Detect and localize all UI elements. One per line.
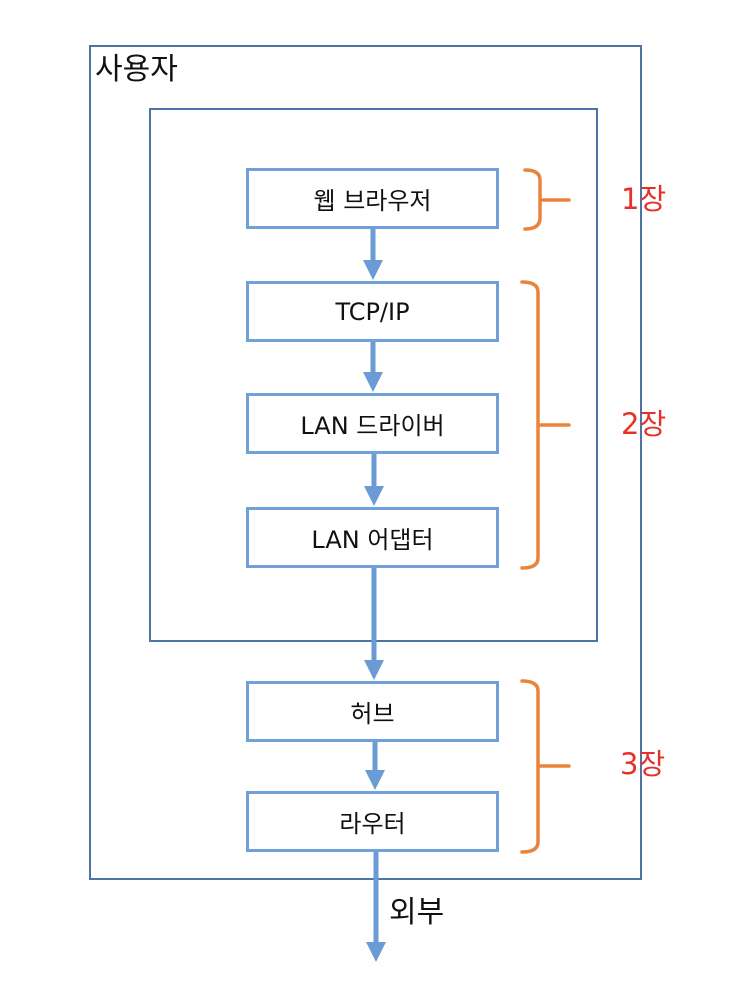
- user-system-frame: [89, 45, 642, 880]
- node-router: 라우터: [246, 791, 499, 852]
- user-label: 사용자: [95, 52, 178, 87]
- node-lan-adapter: LAN 어댑터: [246, 507, 499, 568]
- node-hub: 허브: [246, 681, 499, 742]
- node-lan-driver: LAN 드라이버: [246, 393, 499, 454]
- node-tcp-ip: TCP/IP: [246, 281, 499, 342]
- node-web-browser: 웹 브라우저: [246, 168, 499, 229]
- chapter-1-label: 1장: [621, 182, 667, 216]
- chapter-2-label: 2장: [621, 407, 667, 441]
- outside-label: 외부: [389, 895, 445, 930]
- chapter-3-label: 3장: [620, 747, 666, 781]
